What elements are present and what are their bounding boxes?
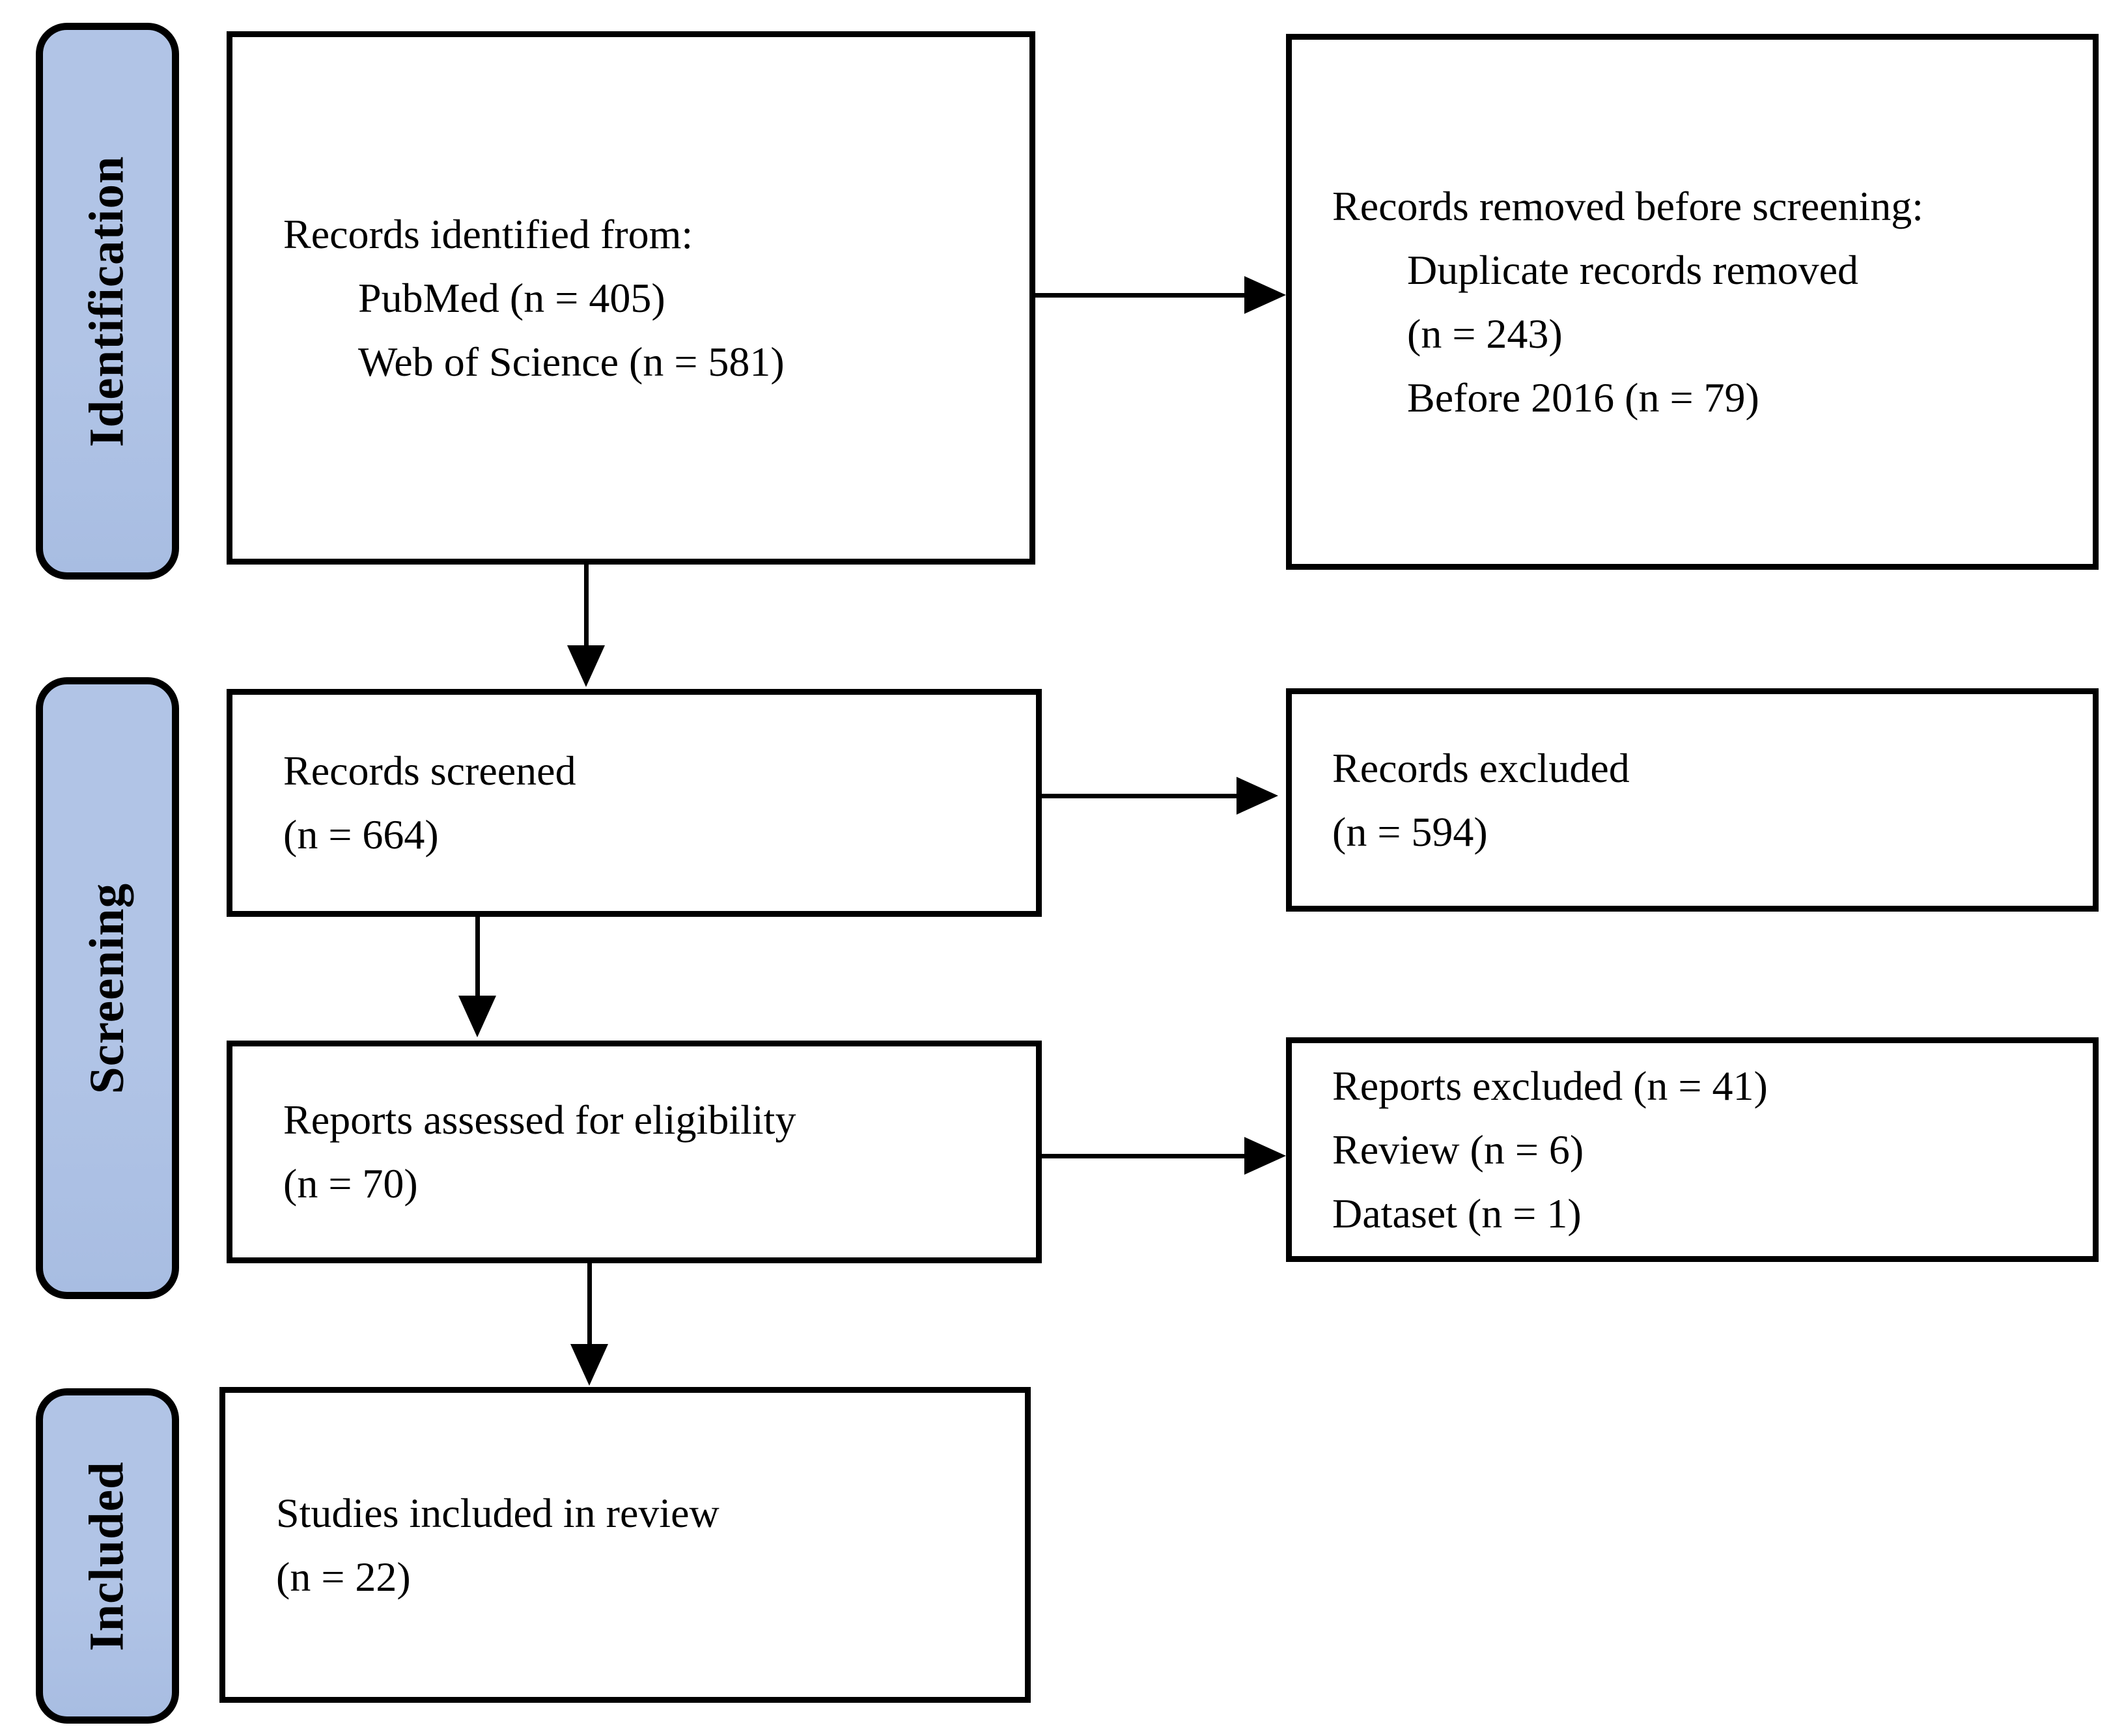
- box-records-removed-text: Records removed before screening: Duplic…: [1292, 175, 1943, 430]
- text-line: Studies included in review: [276, 1489, 720, 1536]
- box-records-excluded: Records excluded (n = 594): [1286, 688, 2099, 912]
- box-records-removed: Records removed before screening: Duplic…: [1286, 34, 2099, 570]
- text-line: Records removed before screening:: [1332, 182, 1924, 229]
- stage-included: Included: [36, 1388, 179, 1724]
- box-studies-included-text: Studies included in review (n = 22): [225, 1481, 739, 1609]
- text-line: Before 2016 (n = 79): [1407, 374, 1759, 421]
- arrow-head-down-icon: [567, 645, 605, 687]
- text-line: PubMed (n = 405): [358, 274, 665, 321]
- arrow-line: [1042, 794, 1239, 798]
- arrow-line: [584, 565, 589, 648]
- box-records-screened: Records screened (n = 664): [227, 689, 1042, 917]
- stage-screening-label: Screening: [80, 882, 134, 1094]
- arrow-head-down-icon: [458, 996, 496, 1037]
- box-reports-excluded: Reports excluded (n = 41) Review (n = 6)…: [1286, 1037, 2099, 1262]
- arrow-head-down-icon: [570, 1344, 608, 1386]
- box-studies-included: Studies included in review (n = 22): [219, 1387, 1031, 1703]
- arrow-line: [1042, 1154, 1247, 1158]
- text-line: (n = 664): [283, 811, 439, 858]
- text-line: Review (n = 6): [1332, 1126, 1584, 1173]
- box-records-screened-text: Records screened (n = 664): [232, 739, 596, 867]
- arrow-head-right-icon: [1244, 276, 1286, 314]
- box-records-identified: Records identified from: PubMed (n = 405…: [227, 31, 1035, 565]
- text-line: Dataset (n = 1): [1332, 1190, 1582, 1237]
- box-records-identified-text: Records identified from: PubMed (n = 405…: [232, 203, 804, 394]
- arrow-line: [587, 1263, 592, 1346]
- arrow-head-right-icon: [1237, 777, 1278, 815]
- text-line: (n = 70): [283, 1160, 418, 1207]
- box-reports-excluded-text: Reports excluded (n = 41) Review (n = 6)…: [1292, 1054, 1787, 1246]
- box-records-excluded-text: Records excluded (n = 594): [1292, 736, 1649, 864]
- text-line: Web of Science (n = 581): [358, 338, 785, 385]
- box-reports-assessed-text: Reports assessed for eligibility (n = 70…: [232, 1088, 815, 1216]
- text-line: (n = 243): [1407, 310, 1563, 357]
- text-line: Reports assessed for eligibility: [283, 1097, 796, 1143]
- stage-identification-label: Identification: [80, 155, 134, 447]
- box-reports-assessed: Reports assessed for eligibility (n = 70…: [227, 1041, 1042, 1263]
- stage-included-label: Included: [80, 1461, 135, 1651]
- arrow-line: [475, 917, 480, 998]
- text-line: Records excluded: [1332, 744, 1630, 791]
- stage-identification: Identification: [36, 23, 179, 580]
- text-line: Records identified from:: [283, 210, 693, 257]
- text-line: (n = 594): [1332, 808, 1488, 855]
- text-line: Records screened: [283, 748, 576, 794]
- arrow-head-right-icon: [1244, 1137, 1286, 1175]
- text-line: (n = 22): [276, 1553, 411, 1600]
- arrow-line: [1035, 293, 1247, 298]
- text-line: Duplicate records removed: [1407, 246, 1859, 293]
- stage-screening: Screening: [36, 677, 179, 1299]
- text-line: Reports excluded (n = 41): [1332, 1062, 1768, 1109]
